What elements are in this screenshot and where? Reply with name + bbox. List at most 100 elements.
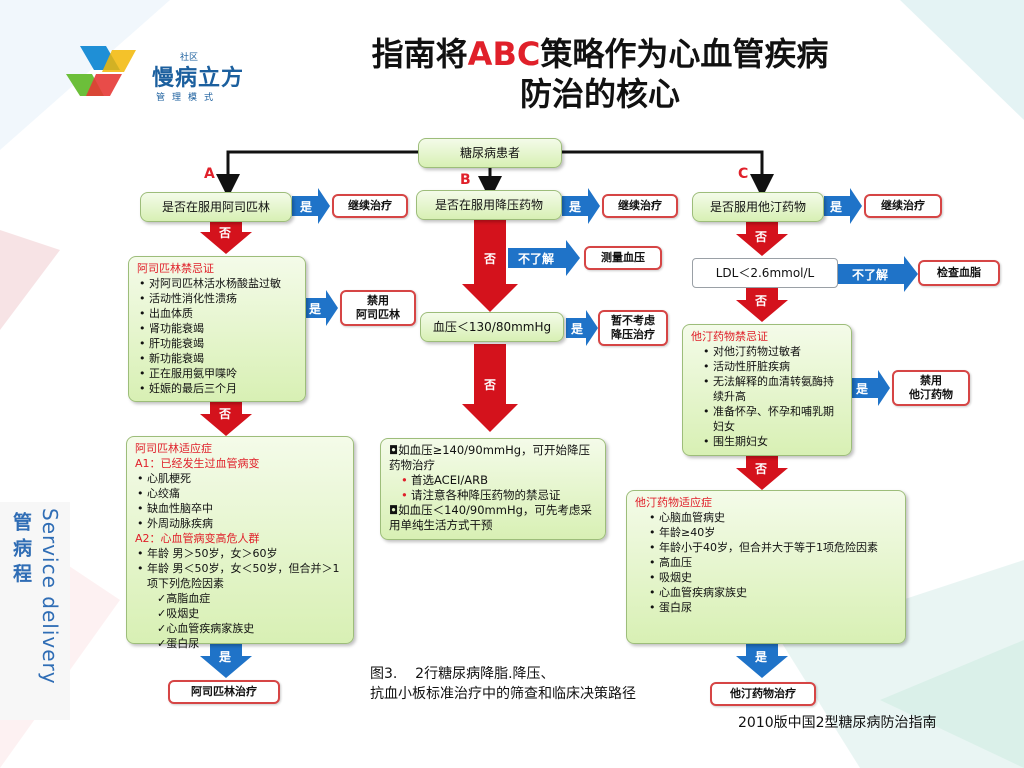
c-ind-item: 年龄≥40岁 (649, 525, 897, 540)
a-a1-list: 心肌梗死 心绞痛 缺血性脑卒中 外周动脉疾病 (135, 471, 345, 531)
a-a1-item: 缺血性脑卒中 (137, 501, 345, 516)
blue-arrow-c-ind (736, 644, 788, 678)
red-arrow-b2 (462, 344, 518, 432)
blue-arrow-c-yes (824, 188, 862, 224)
a-contra-title: 阿司匹林禁忌证 (137, 262, 214, 275)
label-b-yes: 是 (569, 200, 582, 214)
label-c-ban-yes: 是 (856, 382, 869, 396)
logo-name: 慢病立方 (152, 66, 245, 91)
c-ban-line2: 他汀药物 (909, 388, 953, 401)
c-contra-list: 对他汀药物过敏者 活动性肝脏疾病 无法解释的血清转氨酶持续升高 准备怀孕、怀孕和… (691, 344, 843, 449)
node-c-continue: 继续治疗 (864, 194, 942, 218)
blue-arrow-a-yes (292, 188, 330, 224)
node-c-contra: 他汀药物禁忌证 对他汀药物过敏者 活动性肝脏疾病 无法解释的血清转氨酶持续升高 … (682, 324, 852, 456)
label-a-ind-yes: 是 (219, 650, 232, 664)
node-c-indications: 他汀药物适应症 心脑血管病史 年龄≥40岁 年龄小于40岁，但合并大于等于1项危… (626, 490, 906, 644)
red-arrow-b1 (462, 220, 518, 312)
node-c-check: 检查血脂 (918, 260, 1000, 286)
label-a-no-1: 否 (219, 226, 232, 240)
node-b-no-drug: 暂不考虑 降压治疗 (598, 310, 668, 346)
c-contra-item: 对他汀药物过敏者 (703, 344, 843, 359)
a-ind-a1: A1：已经发生过血管病变 (135, 457, 260, 470)
title-abc: ABC (467, 35, 541, 73)
label-c-no-2: 否 (755, 294, 768, 308)
label-c-yes: 是 (830, 200, 843, 214)
red-arrow-a2 (200, 402, 252, 436)
side-en-text: Service delivery (38, 508, 62, 685)
a-a2-checks: ✓高脂血症 ✓吸烟史 ✓心血管疾病家族史 ✓蛋白尿 (135, 591, 345, 651)
label-c-no-3: 否 (755, 462, 768, 476)
blue-arrow-a-ind (200, 644, 252, 678)
a-check-item: ✓吸烟史 (157, 607, 200, 620)
branch-label-c: C (738, 166, 749, 182)
c-ind-item: 心血管疾病家族史 (649, 585, 897, 600)
a-ind-title: 阿司匹林适应症 (135, 442, 212, 455)
c-contra-item: 活动性肝脏疾病 (703, 359, 843, 374)
red-arrow-c3 (736, 456, 788, 490)
node-c-ban: 禁用 他汀药物 (892, 370, 970, 406)
node-b-recommend: ◘如血压≥140/90mmHg，可开始降压药物治疗 首选ACEI/ARB 请注意… (380, 438, 606, 540)
label-b-bp-yes: 是 (571, 322, 584, 336)
c-contra-item: 围生期妇女 (703, 434, 843, 449)
label-c-unknown: 不了解 (852, 268, 889, 282)
b-no-drug-line1: 暂不考虑 (611, 314, 655, 327)
node-b-measure: 测量血压 (584, 246, 662, 270)
logo-mark (66, 46, 136, 96)
red-arrow-c2 (736, 288, 788, 322)
node-b-continue: 继续治疗 (602, 194, 678, 218)
logo-sub: 管理模式 (156, 93, 221, 103)
label-b-unknown: 不了解 (518, 252, 555, 266)
a-ind-a2: A2：心血管病变高危人群 (135, 532, 260, 545)
node-a-ban: 禁用 阿司匹林 (340, 290, 416, 326)
branch-label-b: B (460, 172, 471, 188)
label-b-no-2: 否 (484, 378, 497, 392)
red-arrow-c1 (736, 222, 788, 256)
c-ind-list: 心脑血管病史 年龄≥40岁 年龄小于40岁，但合并大于等于1项危险因素 高血压 … (635, 510, 897, 615)
node-a-continue: 继续治疗 (332, 194, 408, 218)
blue-arrow-b-unknown (508, 240, 580, 276)
a-contra-item: 肝功能衰竭 (139, 336, 297, 351)
title-line2: 防治的核心 (519, 75, 680, 113)
branch-label-a: A (204, 166, 215, 182)
a-ban-line1: 禁用 (367, 294, 389, 307)
node-a-indications: 阿司匹林适应症 A1：已经发生过血管病变 心肌梗死 心绞痛 缺血性脑卒中 外周动… (126, 436, 354, 650)
c-ind-item: 蛋白尿 (649, 600, 897, 615)
label-a-yes: 是 (300, 200, 313, 214)
label-c-ind-yes: 是 (755, 650, 768, 664)
a-a2-item: 年龄 男＜50岁，女＜50岁，但合并＞1项下列危险因素 (137, 561, 345, 591)
red-arrow-a1 (200, 222, 252, 254)
a-ban-line2: 阿司匹林 (356, 308, 400, 321)
label-a-ban-yes: 是 (309, 302, 322, 316)
node-b-question: 是否在服用降压药物 (416, 190, 562, 220)
node-c-question: 是否服用他汀药物 (692, 192, 824, 222)
title-post: 策略作为心血管疾病 (540, 35, 829, 73)
a-a1-item: 心肌梗死 (137, 471, 345, 486)
node-a-question: 是否在服用阿司匹林 (140, 192, 292, 222)
c-ind-item: 吸烟史 (649, 570, 897, 585)
node-c-therapy: 他汀药物治疗 (710, 682, 816, 706)
a-contra-item: 妊娠的最后三个月 (139, 381, 297, 396)
a-contra-item: 出血体质 (139, 306, 297, 321)
blue-arrow-c-unknown (838, 256, 918, 292)
caption-line2: 抗血小板标准治疗中的筛查和临床决策路径 (370, 686, 636, 702)
c-contra-item: 无法解释的血清转氨酶持续升高 (703, 374, 843, 404)
c-ind-item: 高血压 (649, 555, 897, 570)
a-contra-list: 对阿司匹林活水杨酸盐过敏 活动性消化性溃疡 出血体质 肾功能衰竭 肝功能衰竭 新… (137, 276, 297, 396)
c-ban-line1: 禁用 (920, 374, 942, 387)
title-pre: 指南将 (371, 35, 468, 73)
a-contra-item: 新功能衰竭 (139, 351, 297, 366)
label-b-no-1: 否 (484, 252, 497, 266)
a-contra-item: 活动性消化性溃疡 (139, 291, 297, 306)
blue-arrow-b-yes (562, 188, 600, 224)
connector-top (216, 150, 418, 198)
blue-arrow-b-bp (566, 310, 598, 346)
caption-line1: 图3. 2行糖尿病降脂.降压、 (370, 666, 555, 682)
label-a-no-2: 否 (219, 407, 232, 421)
page-title: 指南将ABC策略作为心血管疾病 防治的核心 (300, 34, 900, 114)
c-contra-title: 他汀药物禁忌证 (691, 330, 768, 343)
figure-caption: 图3. 2行糖尿病降脂.降压、 抗血小板标准治疗中的筛查和临床决策路径 (370, 664, 636, 704)
a-check-item: ✓蛋白尿 (157, 637, 200, 650)
a-contra-item: 正在服用氨甲喋呤 (139, 366, 297, 381)
side-cn-text: 管 病 程 (10, 512, 32, 583)
